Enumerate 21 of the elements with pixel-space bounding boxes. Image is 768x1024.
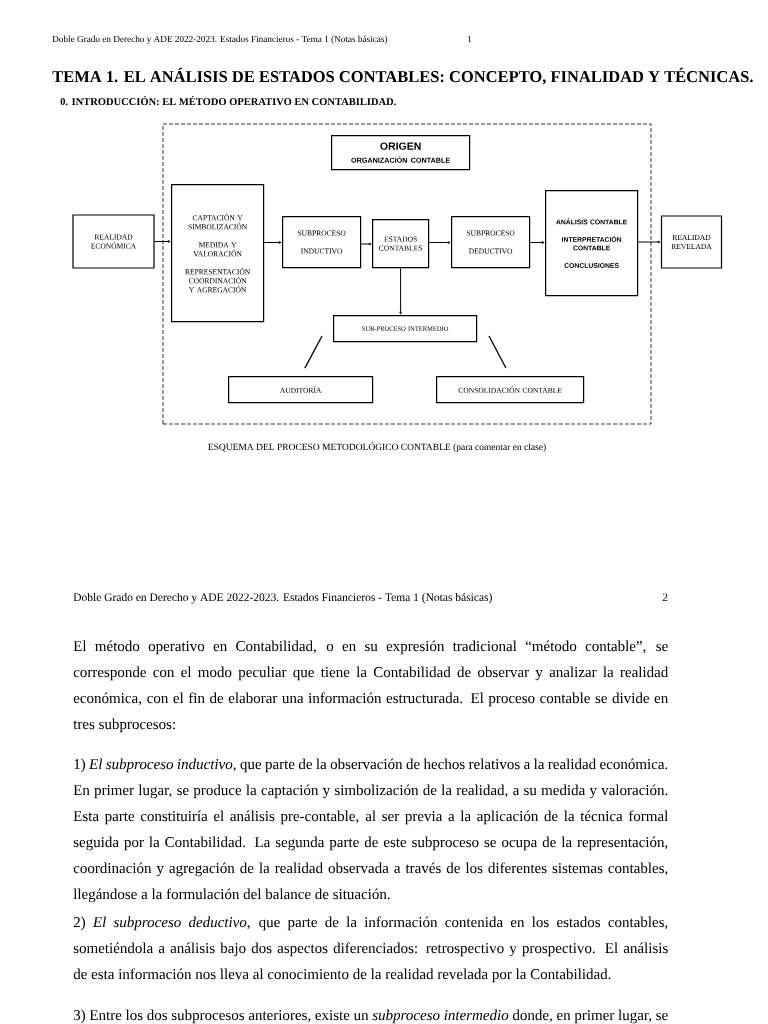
figure-caption: ESQUEMA DEL PROCESO METODOLÓGICO CONTABLE (para comentar en clase) — [208, 441, 546, 453]
page-header: Doble Grado en Derecho y ADE 2022-2023. Estados Financieros - Tema 1 (Notas básicas) — [52, 35, 388, 44]
page-number: 1 — [468, 35, 472, 42]
arrow — [428, 241, 451, 244]
paragraph: 3) Entre los dos subprocesos anteriores, existe un subproceso intermedio donde, en primer lugar, se — [73, 1009, 668, 1024]
arrow — [637, 240, 661, 244]
arrow — [360, 242, 372, 246]
connector-line — [304, 335, 323, 369]
paragraph: 1) El subproceso inductivo, que parte de la observación de hechos relativos a la realidad económica. En primer lugar, se produce la captación y simbolización de la realidad, a su medida y valoración. Esta parte constituiría el análisis pre-contable, al ser previa a la aplicación de la técnica formal seguida por la Contabilidad. La segunda parte de este subproceso se ocupa de la representación, coordinación y agregación de la realidad observada a través de los diferentes sistemas contables, llegándose a la formulación del balance de situación. — [73, 758, 668, 903]
paragraph: 2) El subproceso deductivo, que parte de la información contenida en los estados contables, sometiéndola a análisis bajo dos aspectos diferenciados: retrospectivo y prospectivo. El análisis de esta información nos lleva al conocimiento de la realidad revelada por la Contabilidad. — [73, 916, 668, 983]
page-number: 2 — [662, 593, 668, 601]
connector-line — [488, 335, 507, 369]
paragraph: El método operativo en Contabilidad, o en su expresión tradicional “método contable”, se corresponde con el modo peculiar que tiene la Contabilidad de observar y analizar la realidad económica, con el fin de elaborar una información estructurada. El proceso contable se divide en tres subprocesos: — [73, 640, 669, 733]
arrow — [263, 241, 282, 244]
arrow — [399, 267, 402, 315]
arrow — [154, 240, 171, 243]
page-title: TEMA 1. EL ANÁLISIS DE ESTADOS CONTABLES: CONCEPTO, FINALIDAD Y TÉCNICAS. — [52, 67, 753, 85]
dashed-frame — [162, 123, 652, 425]
arrow — [529, 241, 545, 244]
page-header: Doble Grado en Derecho y ADE 2022-2023. Estados Financieros - Tema 1 (Notas básicas) — [73, 593, 492, 604]
section-heading: 0. INTRODUCCIÓN: EL MÉTODO OPERATIVO EN CONTABILIDAD. — [60, 96, 396, 106]
